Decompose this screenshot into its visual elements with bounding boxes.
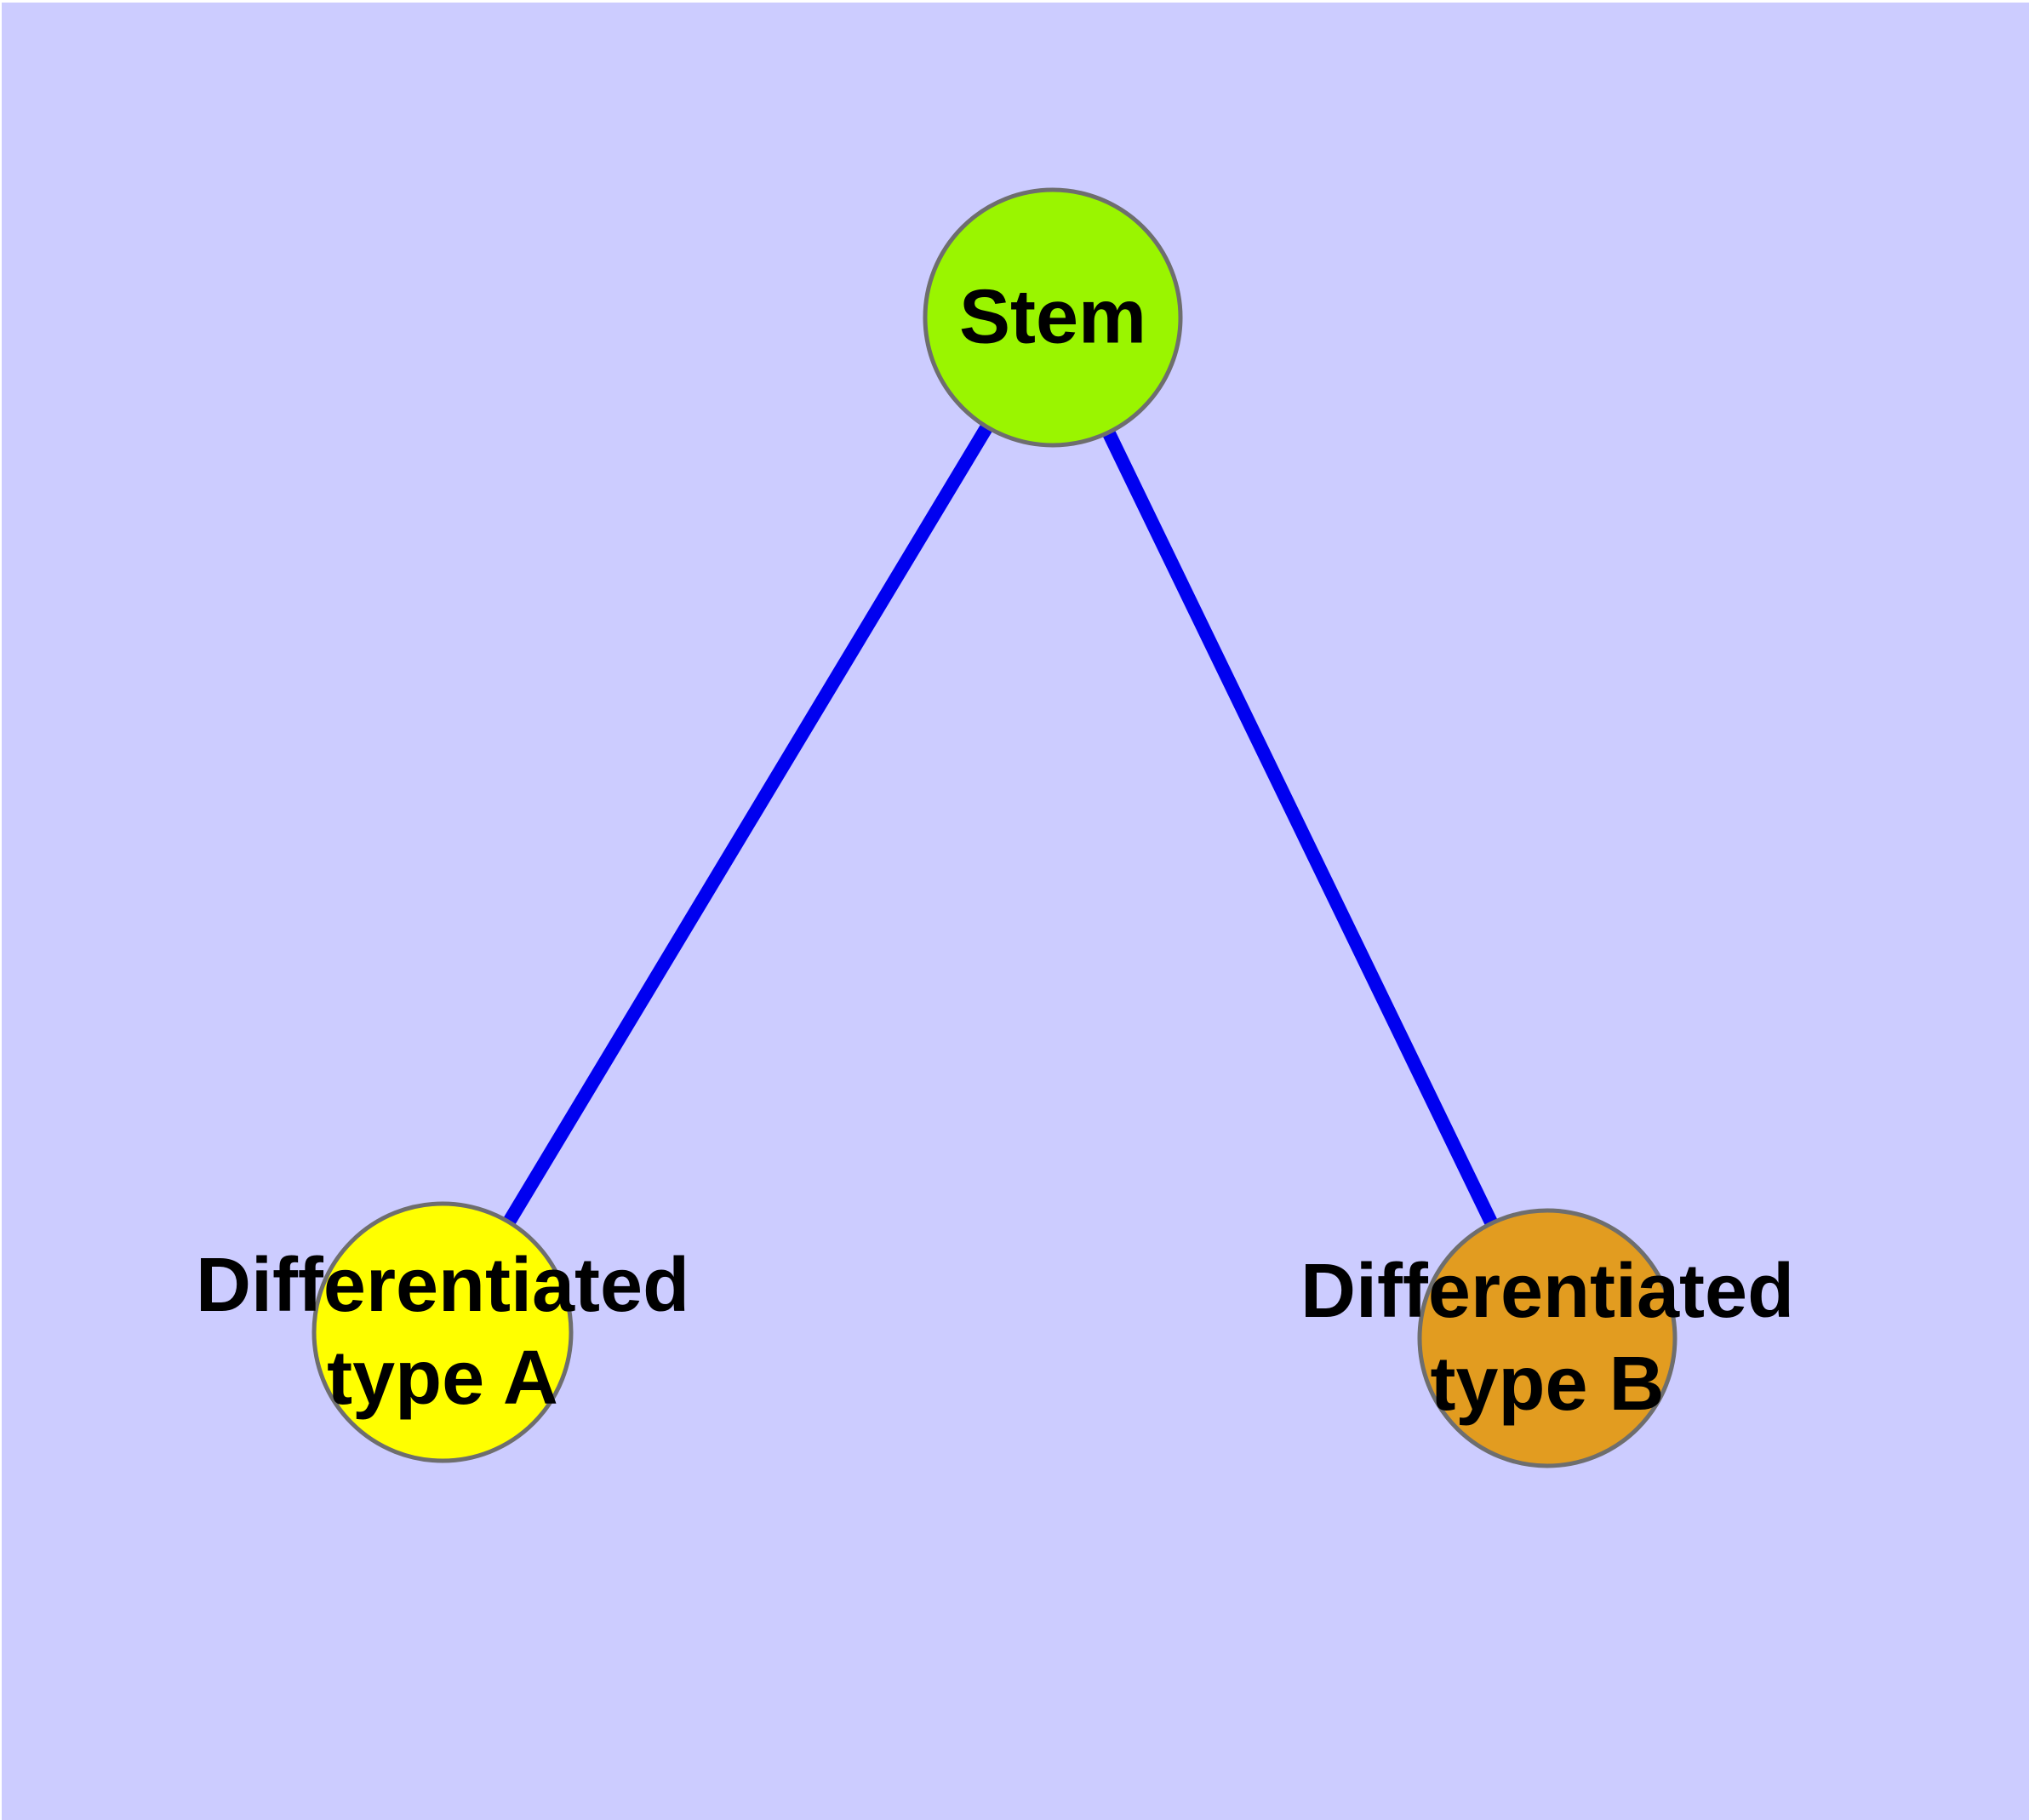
- node-type-a-label-line1: Differentiated: [195, 1243, 690, 1328]
- node-stem-label: Stem: [959, 272, 1146, 364]
- node-type-b-circle: [1417, 1208, 1677, 1468]
- node-type-b-label: Differentiated type B: [1300, 1245, 1794, 1431]
- node-stem-circle: [923, 187, 1183, 448]
- node-type-a-circle: [311, 1201, 574, 1463]
- edge-stem-to-type-a: [437, 313, 1059, 1336]
- node-type-a-label-line2: type A: [327, 1336, 558, 1421]
- canvas-top-margin: [0, 0, 2029, 3]
- node-stem-label-text: Stem: [958, 274, 1147, 360]
- node-type-b-label-line1: Differentiated: [1300, 1249, 1795, 1334]
- edge-stem-to-type-b: [1046, 314, 1554, 1342]
- node-type-a-label: Differentiated type A: [196, 1239, 689, 1425]
- canvas-left-margin: [0, 0, 2, 1820]
- node-type-b-label-line2: type B: [1430, 1342, 1665, 1427]
